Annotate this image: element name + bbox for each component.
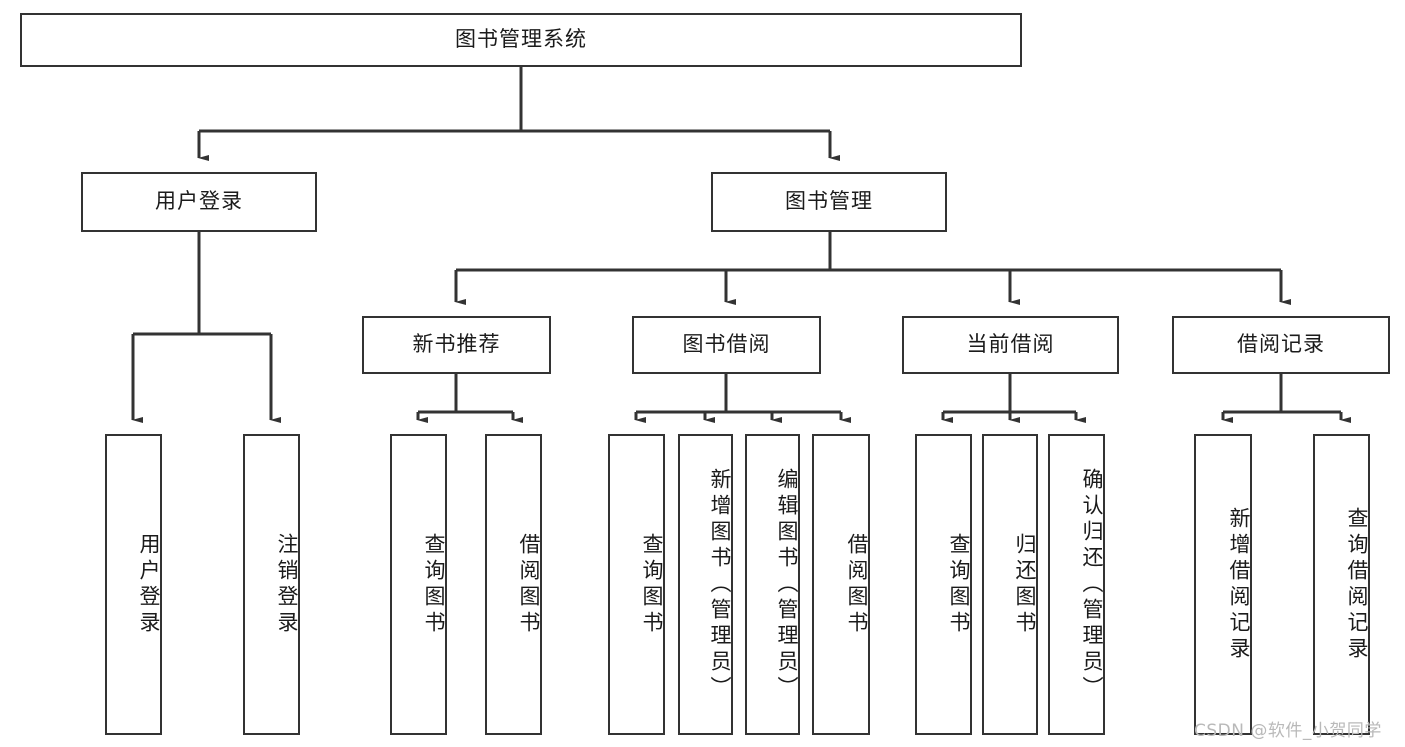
node-leaf-add-book-admin-label: 新增图书（管理员） — [708, 467, 732, 702]
node-root-label: 图书管理系统 — [455, 27, 587, 52]
node-current-borrow[interactable]: 当前借阅 — [902, 316, 1119, 374]
csdn-watermark: CSDN @软件_小贺同学 — [1194, 721, 1382, 741]
node-leaf-query-borrow-record-label: 查询借阅记录 — [1345, 506, 1369, 663]
node-user-login[interactable]: 用户登录 — [81, 172, 317, 232]
node-leaf-confirm-return-admin-label: 确认归还（管理员） — [1080, 467, 1104, 702]
node-borrow-record[interactable]: 借阅记录 — [1172, 316, 1390, 374]
node-book-management[interactable]: 图书管理 — [711, 172, 947, 232]
node-leaf-add-borrow-record[interactable]: 新增借阅记录 — [1194, 434, 1252, 735]
node-leaf-user-login[interactable]: 用户登录 — [105, 434, 162, 735]
node-leaf-query-book-current-label: 查询图书 — [947, 532, 971, 637]
node-leaf-edit-book-admin[interactable]: 编辑图书（管理员） — [745, 434, 800, 735]
node-new-book-recommend-label: 新书推荐 — [412, 332, 501, 357]
node-leaf-borrow-book[interactable]: 借阅图书 — [812, 434, 870, 735]
node-leaf-edit-book-admin-label: 编辑图书（管理员） — [775, 467, 799, 702]
node-book-management-label: 图书管理 — [785, 189, 873, 214]
node-leaf-logout[interactable]: 注销登录 — [243, 434, 300, 735]
node-new-book-recommend[interactable]: 新书推荐 — [362, 316, 551, 374]
node-leaf-return-book-label: 归还图书 — [1013, 532, 1037, 637]
node-leaf-return-book[interactable]: 归还图书 — [982, 434, 1038, 735]
node-leaf-borrow-book-recommend[interactable]: 借阅图书 — [485, 434, 542, 735]
node-leaf-query-borrow-record[interactable]: 查询借阅记录 — [1313, 434, 1370, 735]
node-borrow-record-label: 借阅记录 — [1237, 332, 1325, 357]
node-user-login-label: 用户登录 — [155, 189, 243, 214]
node-leaf-borrow-book-recommend-label: 借阅图书 — [517, 532, 541, 637]
node-leaf-borrow-book-label: 借阅图书 — [845, 532, 869, 637]
node-root[interactable]: 图书管理系统 — [20, 13, 1022, 67]
node-leaf-add-borrow-record-label: 新增借阅记录 — [1227, 506, 1251, 663]
node-leaf-confirm-return-admin[interactable]: 确认归还（管理员） — [1048, 434, 1105, 735]
node-leaf-query-book-current[interactable]: 查询图书 — [915, 434, 972, 735]
node-current-borrow-label: 当前借阅 — [966, 332, 1055, 357]
node-leaf-query-book-recommend-label: 查询图书 — [422, 532, 446, 637]
node-leaf-user-login-label: 用户登录 — [137, 532, 161, 637]
node-leaf-query-book-recommend[interactable]: 查询图书 — [390, 434, 447, 735]
node-leaf-query-book-borrow[interactable]: 查询图书 — [608, 434, 665, 735]
node-book-borrow[interactable]: 图书借阅 — [632, 316, 821, 374]
node-leaf-query-book-borrow-label: 查询图书 — [640, 532, 664, 637]
node-leaf-add-book-admin[interactable]: 新增图书（管理员） — [678, 434, 733, 735]
node-leaf-logout-label: 注销登录 — [275, 532, 299, 637]
node-book-borrow-label: 图书借阅 — [682, 332, 771, 357]
